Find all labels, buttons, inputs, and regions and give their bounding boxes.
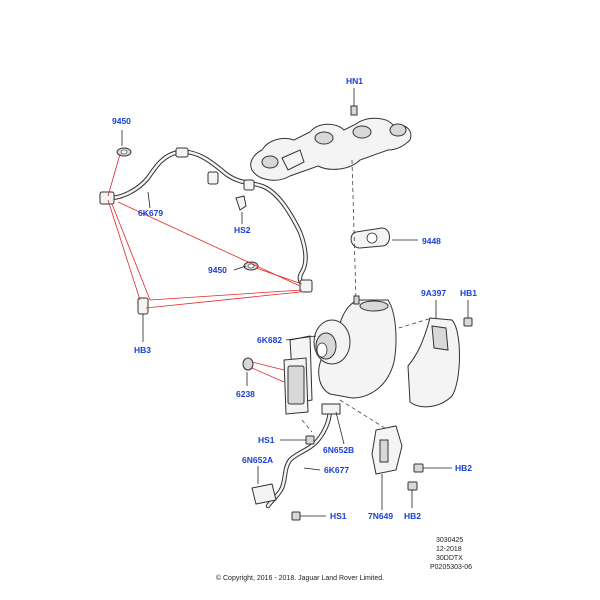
callout-hs1-bottom[interactable]: HS1 [330, 511, 347, 521]
highlight-lines [107, 153, 303, 383]
reference-date: 12-2018 [436, 546, 462, 553]
reference-illustration: P0205303-06 [430, 564, 472, 571]
washer-9450-mid [243, 261, 259, 271]
leader-9450-mid [233, 265, 247, 271]
washer-9450-top [116, 130, 132, 157]
callout-7n649[interactable]: 7N649 [368, 511, 393, 521]
banjo-bolt-hb3 [137, 297, 149, 342]
callout-9450-top[interactable]: 9450 [112, 116, 131, 126]
callout-hs1-top[interactable]: HS1 [258, 435, 275, 445]
reference-engine: 30DDTX [436, 555, 463, 562]
callout-6k679[interactable]: 6K679 [138, 208, 163, 218]
reference-block: 3030425 12-2018 30DDTX P0205303-06 [430, 537, 472, 571]
alignment-line-heatshield [391, 317, 433, 331]
callout-9450-mid[interactable]: 9450 [208, 265, 227, 275]
alignment-line-manifold [351, 159, 357, 301]
heat-shield-9a397 [407, 300, 460, 408]
callout-hn1[interactable]: HN1 [346, 76, 363, 86]
exhaust-manifold [250, 117, 412, 181]
gasket-9448 [350, 227, 418, 249]
bolt-hs1-bottom [291, 511, 326, 521]
callout-hb1[interactable]: HB1 [460, 288, 477, 298]
bracket-7n649 [371, 425, 403, 510]
callout-9448[interactable]: 9448 [422, 236, 441, 246]
oil-return-pipe-6k677 [251, 403, 341, 509]
callout-6k682[interactable]: 6K682 [257, 335, 282, 345]
callout-9a397[interactable]: 9A397 [421, 288, 446, 298]
bolt-hb1 [463, 300, 473, 327]
callout-6n652b[interactable]: 6N652B [323, 445, 354, 455]
bolt-hb2-bottom [407, 481, 418, 508]
copyright-notice: © Copyright, 2016 - 2018. Jaguar Land Ro… [216, 574, 384, 582]
callout-hs2[interactable]: HS2 [234, 225, 251, 235]
callout-hb2-right[interactable]: HB2 [455, 463, 472, 473]
callout-hb3[interactable]: HB3 [134, 345, 151, 355]
callout-hb2-bottom[interactable]: HB2 [404, 511, 421, 521]
callout-6k677[interactable]: 6K677 [324, 465, 349, 475]
bolt-hb2-right [413, 463, 452, 473]
leader-6k679 [147, 191, 151, 209]
alignment-line-drain [301, 419, 313, 433]
stud-hn1 [350, 88, 358, 116]
alignment-line-bracket [339, 399, 389, 431]
callout-6n652a[interactable]: 6N652A [242, 455, 273, 465]
bolt-hs1-top [280, 435, 315, 445]
oil-feed-pipe-6k679 [99, 147, 313, 293]
reference-code: 3030425 [436, 537, 463, 544]
actuator-6238 [242, 357, 309, 415]
leader-6n652b [335, 411, 345, 445]
leader-6k677 [303, 467, 321, 471]
clip-hs2 [235, 195, 247, 224]
callout-6238[interactable]: 6238 [236, 389, 255, 399]
